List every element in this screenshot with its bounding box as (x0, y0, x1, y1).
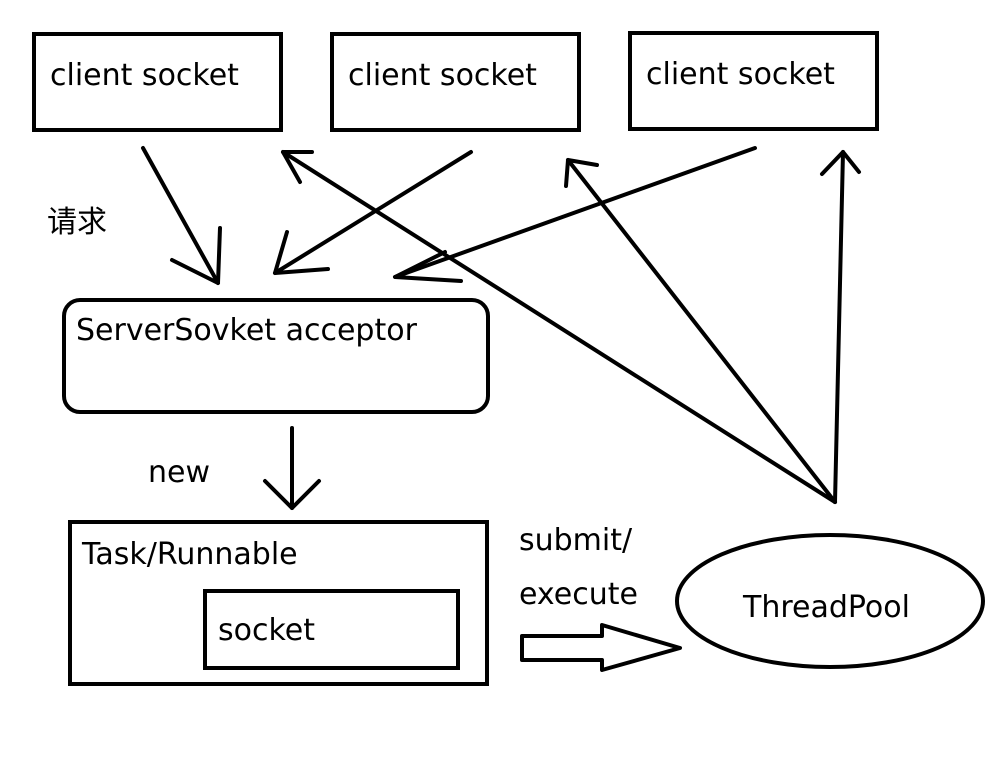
task-runnable-node (68, 520, 489, 686)
threadpool-node (675, 533, 985, 669)
client-socket-node-2 (330, 32, 581, 132)
threadpool-label: ThreadPool (743, 590, 910, 625)
socket-label: socket (218, 613, 316, 648)
arrow-threadpool-to-client2 (564, 158, 837, 504)
arrow-threadpool-to-client3 (820, 150, 861, 504)
client-socket-label-3: client socket (646, 57, 835, 92)
arrow-client3-to-acceptor (393, 146, 757, 283)
submit-label: submit/ (519, 523, 633, 558)
acceptor-node (62, 298, 490, 414)
socket-node (203, 589, 460, 670)
arrow-acceptor-to-task (263, 426, 321, 510)
arrow-client1-to-acceptor (141, 146, 222, 285)
acceptor-label: ServerSovket acceptor (76, 313, 417, 348)
client-socket-label-1: client socket (50, 58, 239, 93)
arrow-task-to-threadpool (520, 623, 682, 672)
client-socket-node-3 (628, 31, 879, 131)
arrow-client2-to-acceptor (273, 150, 473, 275)
client-socket-label-2: client socket (348, 58, 537, 93)
execute-label: execute (519, 577, 638, 612)
request-label: 请求 (47, 205, 107, 240)
new-label: new (148, 455, 211, 490)
task-runnable-label: Task/Runnable (82, 537, 298, 572)
arrow-threadpool-to-client1 (281, 150, 837, 504)
client-socket-node-1 (32, 32, 283, 132)
